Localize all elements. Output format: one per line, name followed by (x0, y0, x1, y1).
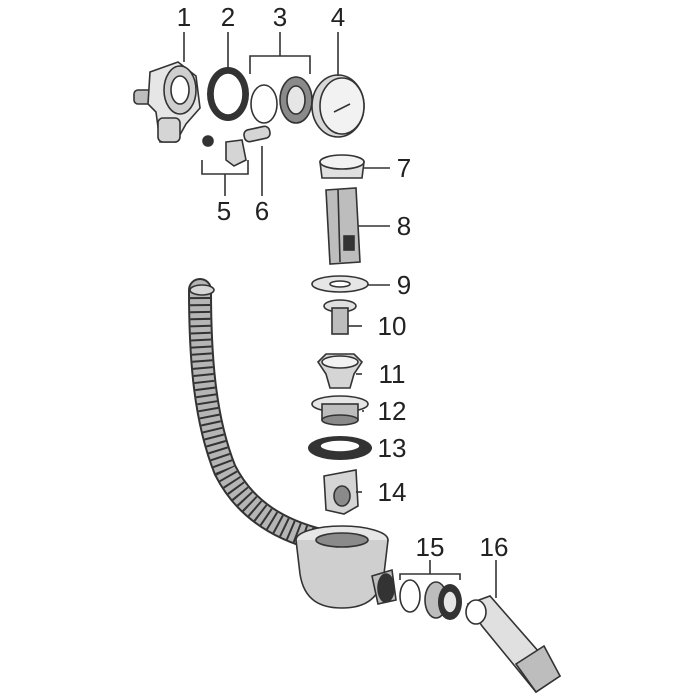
part-14-insert (323, 469, 359, 515)
part-5-clip-set (202, 135, 247, 167)
part-7-small-cap (319, 154, 365, 179)
callout-14: 14 (378, 477, 407, 507)
callout-11: 11 (379, 359, 406, 389)
part-10-plug-stem (323, 299, 357, 335)
part-2-gasket (207, 67, 249, 121)
callout-10: 10 (378, 311, 407, 341)
callout-9: 9 (397, 270, 411, 300)
callout-12: 12 (378, 396, 407, 426)
part-4-cover-cap (311, 74, 365, 138)
part-12-flange (311, 395, 369, 426)
corrugated-hose (188, 278, 332, 552)
callout-13: 13 (378, 433, 407, 463)
part-11-spider (316, 353, 364, 389)
part-13-threaded-ring (308, 436, 372, 460)
part-6-pin (243, 125, 271, 143)
part-1-overflow-elbow (133, 61, 201, 143)
callout-4: 4 (331, 2, 345, 32)
callout-8: 8 (397, 211, 411, 241)
part-16-outlet-pipe (465, 595, 562, 694)
part-9-washer (311, 275, 369, 293)
drain-body (295, 525, 397, 609)
callout-1: 1 (177, 2, 191, 32)
part-8-housing (325, 187, 361, 265)
callout-labels: 1 2 3 4 5 6 7 8 9 10 11 12 13 14 15 16 (177, 2, 509, 562)
part-15-pipe-rings (399, 579, 462, 620)
leader-lines (183, 32, 497, 598)
callout-7: 7 (397, 153, 411, 183)
callout-6: 6 (255, 196, 269, 226)
part-3-oring-nut (250, 76, 313, 124)
callout-3: 3 (273, 2, 287, 32)
callout-15: 15 (416, 532, 445, 562)
callout-2: 2 (221, 2, 235, 32)
callout-5: 5 (217, 196, 231, 226)
callout-16: 16 (480, 532, 509, 562)
